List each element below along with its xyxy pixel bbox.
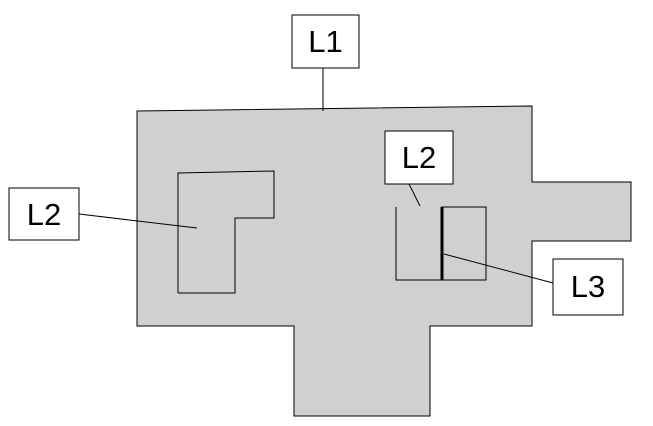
- label-l3-box: [552, 258, 624, 316]
- label-l2-center-text: L2: [402, 140, 436, 175]
- region-l1: [136, 105, 632, 417]
- label-l2-left-text: L2: [27, 197, 61, 232]
- label-l1: L1: [291, 14, 360, 69]
- label-l2-center: L2: [384, 130, 454, 185]
- region-l2-left-outline: [177, 170, 275, 294]
- leader-line-l3: [443, 253, 554, 284]
- label-l3-text: L3: [571, 269, 605, 304]
- label-l2-left: L2: [8, 187, 80, 241]
- label-l1-text: L1: [308, 24, 342, 59]
- leader-line-l2-center: [408, 183, 421, 207]
- leader-line-l2-left: [78, 213, 198, 229]
- label-l2-center-box: [384, 130, 454, 185]
- label-l1-box: [291, 14, 360, 69]
- label-l3: L3: [552, 258, 624, 316]
- label-l2-left-box: [8, 187, 80, 241]
